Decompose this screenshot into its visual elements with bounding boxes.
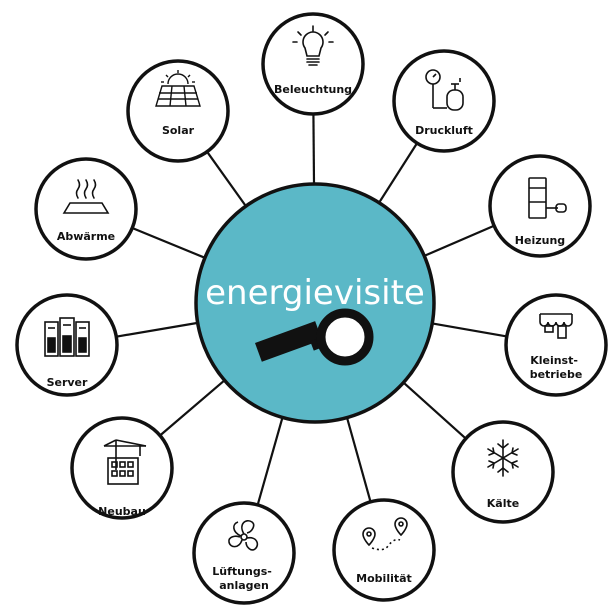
node-circle	[192, 501, 296, 605]
node-circle	[70, 416, 174, 520]
node-solar: Solar	[126, 59, 230, 163]
node-neubau: Neubau	[70, 416, 174, 520]
node-circle	[332, 498, 436, 602]
node-circle	[392, 49, 496, 153]
fan-icon	[228, 519, 259, 551]
node-kaelte: Kälte	[451, 420, 555, 524]
node-label: Abwärme	[57, 230, 115, 243]
connector-line-lueftungsanlagen	[256, 417, 284, 506]
node-circle	[34, 157, 138, 261]
construction-crane-icon	[103, 439, 147, 485]
connector-lines	[116, 113, 507, 506]
node-label: Heizung	[515, 234, 565, 247]
route-pins-icon	[362, 517, 408, 551]
connector-line-heizung	[423, 224, 495, 257]
node-druckluft: Druckluft	[392, 49, 496, 153]
node-label: Solar	[162, 124, 195, 137]
connector-line-mobilitaet	[345, 417, 372, 503]
node-label: Kälte	[487, 497, 519, 510]
node-abwaerme: Abwärme	[34, 157, 138, 261]
node-beleuchtung: Beleuchtung	[261, 12, 365, 116]
connector-line-server	[116, 321, 198, 338]
server-rack-icon	[44, 317, 90, 357]
connector-line-druckluft	[378, 142, 419, 204]
connector-line-solar	[206, 151, 247, 207]
hub-title: energievisite	[205, 273, 425, 313]
node-lueftungsanlagen: Lüftungs- anlagen	[192, 501, 296, 605]
node-label: Lüftungs- anlagen	[212, 565, 275, 592]
node-circle	[126, 59, 230, 163]
connector-line-beleuchtung	[312, 113, 316, 185]
node-circle	[504, 293, 608, 397]
node-mobilitaet: Mobilität	[332, 498, 436, 602]
node-server: Server	[15, 293, 119, 397]
node-label: Druckluft	[415, 124, 473, 137]
snowflake-icon	[487, 439, 519, 477]
shop-awning-icon	[539, 313, 573, 339]
node-heizung: Heizung	[488, 154, 592, 258]
heating-boiler-icon	[528, 177, 567, 219]
node-kleinstbetriebe: Kleinst- betriebe	[504, 293, 608, 397]
node-circle	[261, 12, 365, 116]
hub-circle	[194, 182, 436, 424]
connector-line-kaelte	[402, 381, 467, 440]
connector-line-kleinstbetriebe	[432, 322, 507, 338]
node-label: Beleuchtung	[274, 83, 352, 96]
node-label: Mobilität	[356, 572, 412, 585]
hub-node: energievisite	[194, 182, 436, 424]
compressed-air-icon	[425, 69, 464, 111]
node-label: Server	[47, 376, 88, 389]
light-bulb-icon	[292, 25, 334, 66]
connector-line-neubau	[159, 379, 226, 437]
solar-panel-icon	[155, 70, 201, 107]
waste-heat-icon	[62, 179, 110, 214]
magnifying-glass-icon	[255, 308, 374, 366]
connector-line-abwaerme	[131, 226, 206, 259]
node-circle	[488, 154, 592, 258]
node-label: Kleinst- betriebe	[530, 354, 583, 381]
node-label: Neubau	[98, 505, 146, 518]
